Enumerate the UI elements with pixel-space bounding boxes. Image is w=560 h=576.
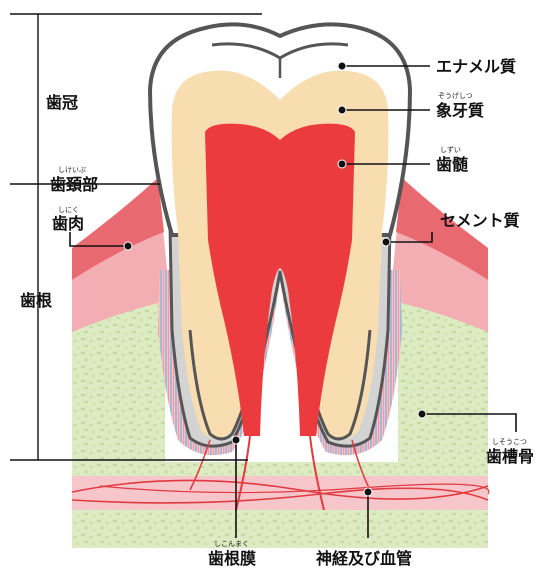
label-nerves-vessels: 神経及び血管 bbox=[316, 549, 412, 568]
ruby-dentin: ぞうげしつ bbox=[438, 91, 473, 100]
left-brackets bbox=[10, 13, 262, 461]
label-alveolar-bone: 歯槽骨 bbox=[486, 447, 534, 466]
labels: 歯冠 しけいぶ 歯頚部 しにく 歯肉 歯根 エナメル質 ぞうげしつ 象牙質 しず… bbox=[20, 57, 534, 568]
label-dentin: 象牙質 bbox=[436, 101, 484, 120]
gum-tissue bbox=[72, 178, 488, 332]
vessel-band bbox=[71, 476, 490, 510]
leader-lines bbox=[69, 61, 517, 538]
pulp-chamber bbox=[205, 123, 355, 437]
label-gum: 歯肉 bbox=[52, 214, 84, 233]
label-periodontal-ligament: 歯根膜 bbox=[208, 549, 256, 568]
ruby-alveolar-bone: しそうこつ bbox=[492, 438, 527, 446]
label-neck: 歯頚部 bbox=[50, 175, 98, 194]
label-crown: 歯冠 bbox=[46, 93, 78, 112]
ruby-neck: しけいぶ bbox=[58, 166, 86, 174]
label-enamel: エナメル質 bbox=[436, 57, 516, 76]
ruby-gum: しにく bbox=[58, 206, 79, 214]
tooth bbox=[148, 22, 412, 511]
ruby-pulp: しずい bbox=[440, 145, 461, 154]
ruby-periodontal-ligament: しこんまく bbox=[214, 540, 249, 548]
label-root: 歯根 bbox=[20, 291, 52, 310]
label-cementum: セメント質 bbox=[440, 211, 520, 230]
label-pulp: 歯髄 bbox=[436, 155, 468, 174]
